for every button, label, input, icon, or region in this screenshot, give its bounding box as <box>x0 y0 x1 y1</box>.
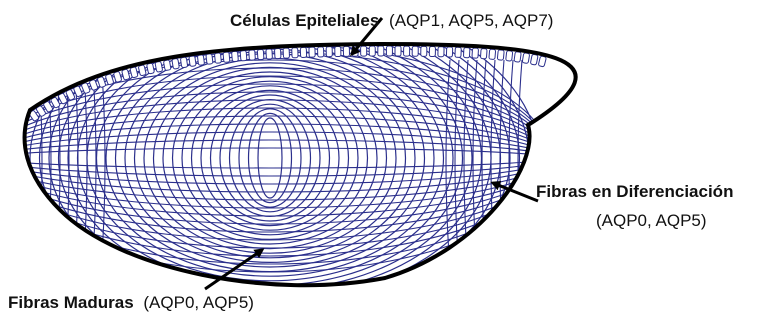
fiber-ring <box>97 40 444 276</box>
epithelial-label: Células Epiteliales (AQP1, AQP5, AQP7) <box>230 11 553 30</box>
fiber-arc <box>0 140 550 176</box>
epithelial-cell <box>283 48 289 58</box>
side-fiber <box>446 60 450 270</box>
epithelial-cell <box>514 52 521 63</box>
epithelial-cell <box>155 61 163 72</box>
epithelial-cell <box>446 47 452 57</box>
epithelial-cell <box>530 54 538 65</box>
epithelial-cell <box>249 50 256 60</box>
epithelial-cell <box>506 51 513 62</box>
epithelial-cell <box>522 53 530 64</box>
epithelial-cell <box>386 46 392 56</box>
fiber-ring <box>163 72 377 244</box>
mature-name: Fibras Maduras <box>8 293 134 312</box>
fiber-arc <box>0 100 550 216</box>
epithelial-cell <box>412 46 418 56</box>
mature-label: Fibras Maduras (AQP0, AQP5) <box>8 293 254 312</box>
epithelial-cell <box>538 56 546 67</box>
fiber-arc <box>0 44 550 272</box>
epithelial-cell <box>147 63 155 74</box>
epithelial-cell <box>130 67 138 78</box>
fiber-arc <box>0 76 550 240</box>
fiber-ring <box>125 54 415 263</box>
epithelial-cell <box>326 47 332 57</box>
fiber-ring <box>249 113 292 202</box>
epithelial-cell <box>472 48 479 58</box>
epithelial-cell <box>189 56 196 67</box>
epithelial-cell <box>206 54 213 65</box>
epithelial-cell <box>318 47 324 57</box>
epithelial-cell <box>335 46 341 56</box>
epithelial-cell <box>455 47 461 57</box>
epithelial-cell <box>378 46 384 56</box>
fiber-arc <box>0 92 550 224</box>
epithelial-cell <box>429 46 435 56</box>
fiber-ring <box>258 118 282 198</box>
epithelial-cell <box>343 46 349 56</box>
epithelial-cell <box>395 46 401 56</box>
epithelial-cell <box>438 47 444 57</box>
epithelial-detail: (AQP1, AQP5, AQP7) <box>389 11 553 30</box>
epithelial-cell <box>266 49 273 59</box>
epithelial-cell <box>163 60 171 71</box>
fiber-arc <box>0 108 550 208</box>
epithelial-cell <box>180 57 187 68</box>
epithelial-cell <box>463 48 469 58</box>
differentiating-arrow <box>493 183 538 201</box>
epithelial-cell <box>404 46 410 56</box>
side-fiber <box>491 60 495 270</box>
fiber-ring <box>230 104 311 212</box>
epithelial-cell <box>122 69 130 80</box>
epithelial-cell <box>240 51 247 61</box>
epithelial-cell <box>138 65 146 76</box>
differentiating-detail: (AQP0, AQP5) <box>596 211 707 230</box>
fiber-ring <box>201 90 339 225</box>
epithelial-cell <box>480 48 487 58</box>
epithelial-cell <box>214 53 221 64</box>
epithelial-cell <box>292 48 298 58</box>
epithelial-cell <box>361 46 367 56</box>
fiber-arc <box>0 84 550 232</box>
epithelial-cell <box>223 52 230 63</box>
epithelial-cell <box>369 46 375 56</box>
epithelial-name: Células Epiteliales <box>230 11 379 30</box>
fiber-ring <box>106 44 434 271</box>
epithelial-cell <box>274 48 280 58</box>
mature-detail: (AQP0, AQP5) <box>143 293 254 312</box>
differentiating-name: Fibras en Diferenciación <box>536 182 733 201</box>
fiber-ring <box>220 100 320 217</box>
epithelial-cell <box>489 49 496 59</box>
fiber-arc <box>0 148 550 168</box>
fiber-ring <box>173 77 368 240</box>
epithelial-cell <box>97 76 106 87</box>
epithelial-cell <box>172 58 180 69</box>
epithelial-cell <box>257 49 264 59</box>
epithelial-cell <box>197 55 204 66</box>
epithelial-cell <box>309 47 315 57</box>
epithelial-cell <box>232 51 239 61</box>
epithelial-cell <box>300 47 306 57</box>
epithelial-cell <box>497 50 504 61</box>
epithelial-cell <box>113 71 122 82</box>
fiber-arc <box>0 124 550 192</box>
epithelial-cell <box>421 46 427 56</box>
